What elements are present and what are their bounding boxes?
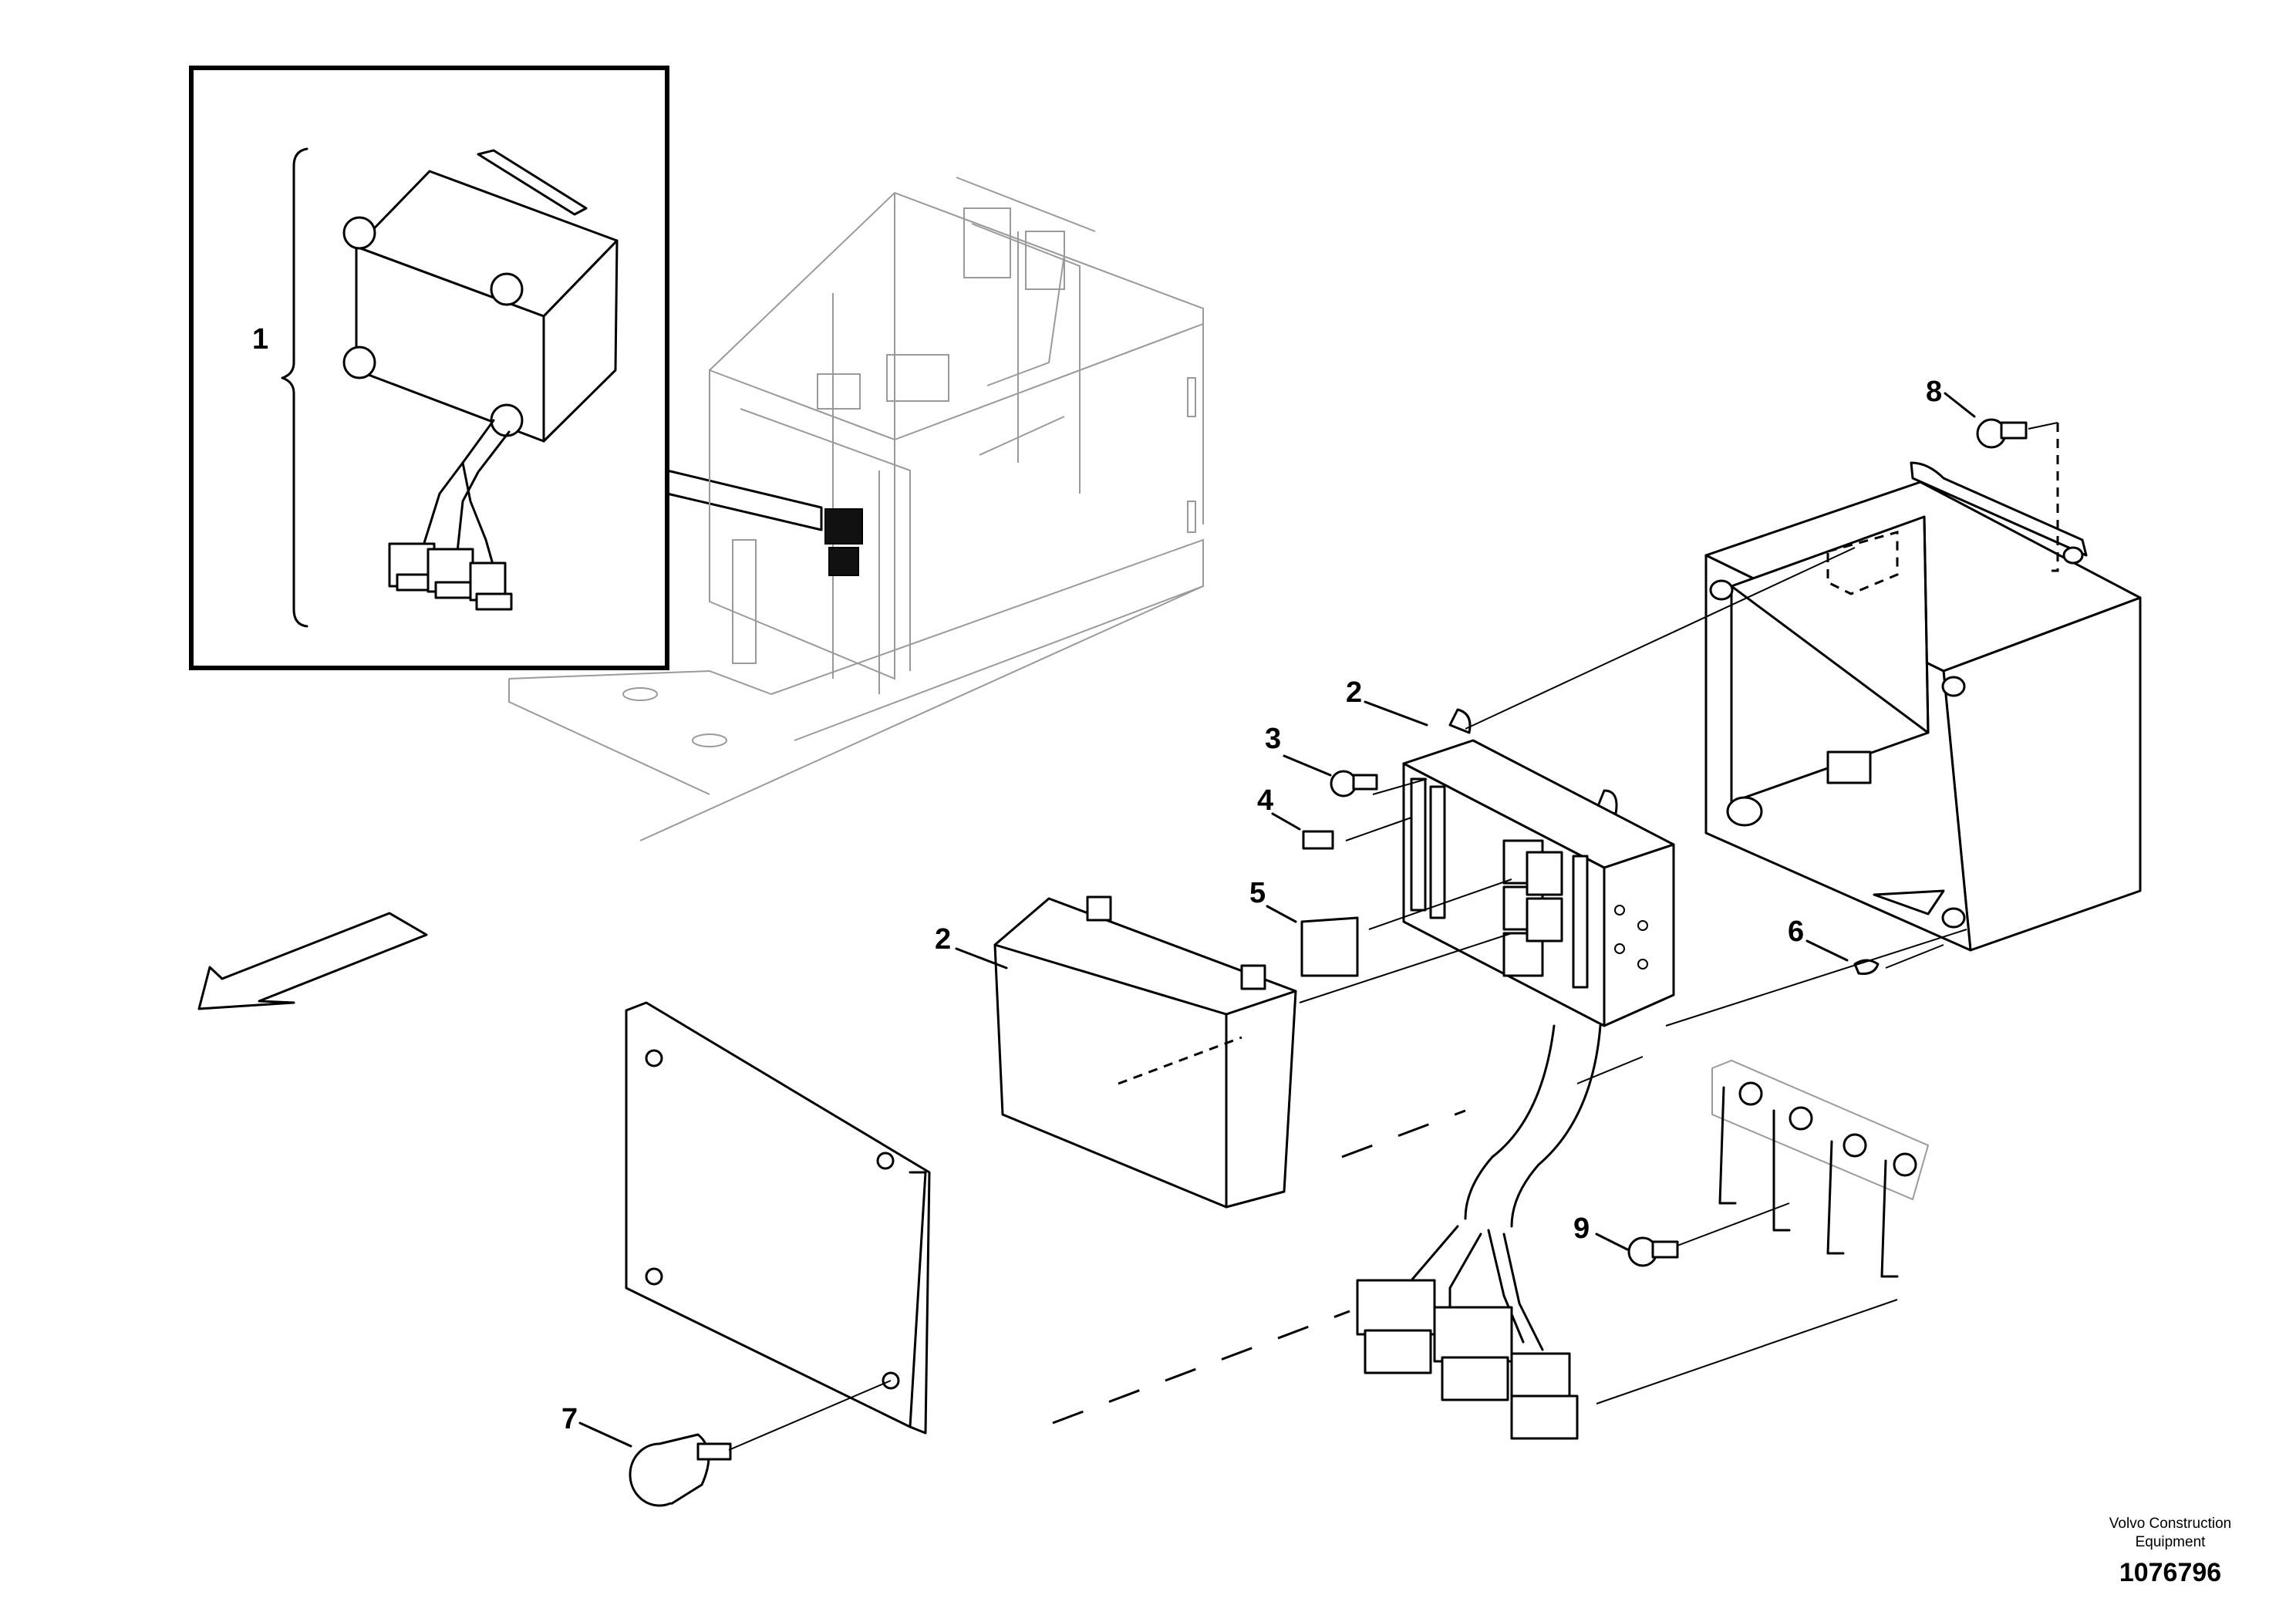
terminal-bracket <box>1711 1059 1930 1278</box>
fuse-row <box>1410 777 1589 989</box>
leader-lines <box>578 392 2059 1451</box>
clip-6-icon <box>1853 959 1880 975</box>
forward-direction-arrow-icon <box>197 912 428 1010</box>
callout-2-housing: 2 <box>1346 676 1362 709</box>
inset-control-box <box>342 149 619 443</box>
bolt-3-icon <box>1330 770 1378 798</box>
callout-2-cover: 2 <box>935 923 951 956</box>
detail-inset: 1 <box>189 66 823 670</box>
cover-plate <box>625 1001 931 1435</box>
brand-line-2: Equipment <box>2136 1534 2207 1550</box>
protective-cover <box>993 895 1297 1209</box>
fuse-relay-box <box>1402 708 1675 1027</box>
part-5-icon <box>1300 916 1359 977</box>
callout-5: 5 <box>1249 877 1266 909</box>
callout-labels: 2 2 3 4 5 6 7 8 9 <box>561 376 1942 1435</box>
bolt-8-icon <box>1976 418 2028 449</box>
callout-6: 6 <box>1788 916 1804 948</box>
bolt-9-icon <box>1627 1236 1679 1267</box>
machine-frame <box>508 177 1204 841</box>
callout-7: 7 <box>561 1403 578 1435</box>
callout-3: 3 <box>1265 723 1281 755</box>
callout-4: 4 <box>1257 784 1273 817</box>
inset-harness <box>388 419 513 611</box>
callout-1: 1 <box>252 323 268 356</box>
wiring-harness <box>1356 1024 1602 1440</box>
knob-7-icon <box>629 1433 732 1507</box>
enclosure-housing <box>1704 461 2142 952</box>
footer: Volvo Construction Equipment 1076796 <box>2109 1516 2231 1587</box>
part-4-icon <box>1302 830 1334 850</box>
brand-line-1: Volvo Construction <box>2109 1516 2231 1532</box>
inset-bracket <box>281 147 308 628</box>
callout-8: 8 <box>1926 376 1942 408</box>
callout-9: 9 <box>1573 1212 1590 1245</box>
document-number: 1076796 <box>2119 1558 2221 1587</box>
